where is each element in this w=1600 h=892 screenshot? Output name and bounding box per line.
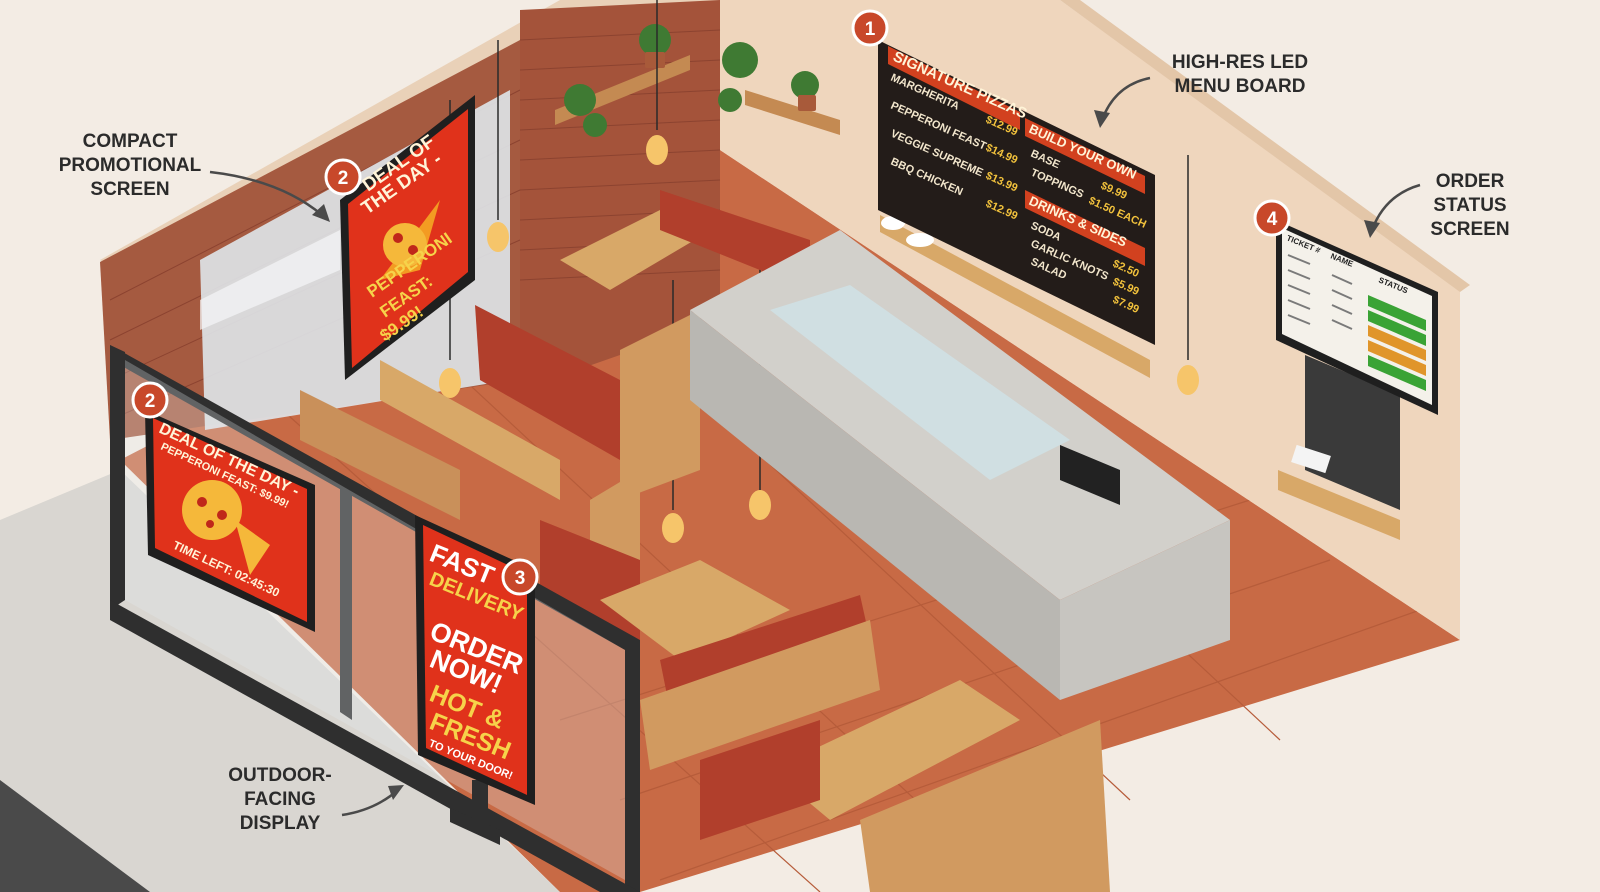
badge-3-label: 3: [515, 568, 526, 589]
kitchen-window: [1305, 355, 1400, 510]
wall-ledge: [880, 215, 1150, 378]
booths-front: [540, 470, 1110, 892]
badge-2-label: 2: [338, 168, 349, 189]
arrow-promo: [209, 170, 323, 216]
badge-4: [1253, 199, 1291, 237]
badge-1: [851, 9, 889, 47]
plants: [564, 24, 819, 137]
order-status-screen: TICKET # NAME STATUS: [1276, 220, 1438, 415]
badge-1-label: 1: [865, 19, 876, 40]
street: [0, 780, 150, 892]
food-display-case: [770, 285, 1070, 480]
callout-outdoor: OUTDOOR- FACING DISPLAY: [228, 765, 332, 834]
badge-2: [324, 158, 362, 196]
callout-menu-board: HIGH-RES LED MENU BOARD: [1171, 52, 1309, 97]
pizza-slice-icon: [383, 223, 427, 267]
badge-2b: [131, 381, 169, 419]
pizza-icon: [182, 480, 242, 540]
badges: 1 2 2 3 4: [131, 9, 1291, 596]
wall-promo-screen: DEAL OF THE DAY - PEPPERONI FEAST: $9.99…: [340, 95, 475, 380]
booths-back: [300, 190, 810, 520]
badge-4-label: 4: [1267, 209, 1278, 230]
badge-3: [501, 558, 539, 596]
wall-top-edge: [1060, 0, 1600, 290]
shelf-right: [745, 90, 840, 135]
callout-order-status: ORDER STATUS SCREEN: [1430, 171, 1510, 240]
callout-compact-promo: COMPACT PROMOTIONAL SCREEN: [58, 131, 202, 200]
badge-2b-label: 2: [145, 391, 156, 412]
service-counter: [690, 230, 1230, 700]
pos-terminal: [1060, 445, 1120, 505]
